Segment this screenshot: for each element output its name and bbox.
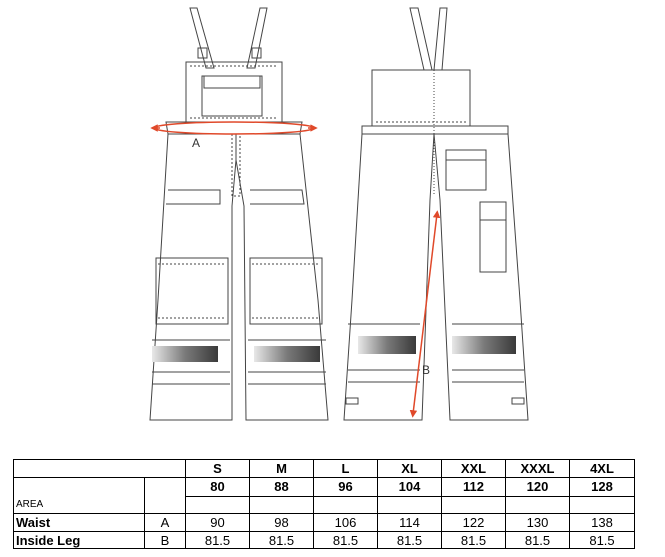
row-code-inside-leg: B	[160, 533, 170, 548]
size-header-l: L	[341, 461, 350, 476]
back-panel	[371, 69, 471, 127]
waist-value-l: 106	[334, 515, 357, 530]
back-leg-right	[433, 133, 529, 421]
back-leg-left	[343, 133, 435, 421]
waist-value-xl: 114	[399, 515, 420, 530]
row-label-inside-leg: Inside Leg	[16, 533, 81, 548]
waist-value-4xl: 138	[591, 515, 613, 530]
size-header-xxl: XXL	[460, 461, 487, 476]
front-bib	[185, 61, 283, 123]
waist-value-s: 90	[210, 515, 225, 530]
inside-leg-value-m: 81.5	[268, 533, 295, 548]
front-leg-right	[235, 133, 329, 421]
back-hip-pocket	[445, 149, 487, 191]
inside-leg-value-s: 81.5	[204, 533, 231, 548]
waist-measure-label: A	[192, 136, 200, 150]
front-bib-pocket	[201, 75, 263, 117]
size-header-xxxl: XXXL	[520, 461, 555, 476]
inside-leg-value-xxl: 81.5	[460, 533, 487, 548]
back-leg-pocket	[479, 201, 507, 273]
inside-leg-measure-label: B	[422, 363, 430, 377]
back-left-reflective-band	[358, 336, 416, 354]
size-number-xxl: 112	[463, 479, 484, 494]
back-right-reflective-band	[452, 336, 516, 354]
garment-technical-drawing: A B	[149, 7, 529, 421]
area-label: AREA	[16, 499, 44, 510]
inside-leg-value-xl: 81.5	[396, 533, 423, 548]
row-code-waist: A	[160, 515, 170, 530]
size-number-m: 88	[274, 479, 289, 494]
size-header-m: M	[276, 461, 287, 476]
front-left-reflective-band	[152, 346, 218, 362]
size-header-xl: XL	[401, 461, 418, 476]
back-view	[343, 7, 529, 421]
size-number-xxxl: 120	[526, 479, 549, 494]
back-left-strap	[409, 7, 433, 71]
waist-value-xxxl: 130	[526, 515, 549, 530]
front-leg-left	[149, 133, 237, 421]
inside-leg-value-4xl: 81.5	[589, 533, 615, 548]
size-number-xl: 104	[398, 479, 421, 494]
size-number-l: 96	[338, 479, 353, 494]
inside-leg-value-l: 81.5	[332, 533, 359, 548]
waist-value-m: 98	[274, 515, 289, 530]
front-view	[149, 7, 329, 421]
front-right-reflective-band	[254, 346, 320, 362]
front-left-strap	[189, 7, 215, 69]
front-right-kneepad	[249, 257, 323, 325]
front-bib-pocket-flap	[203, 75, 261, 89]
inside-leg-value-xxxl: 81.5	[524, 533, 551, 548]
waist-measure-ellipse	[153, 121, 315, 135]
back-waistband	[361, 125, 509, 135]
front-left-kneepad	[155, 257, 229, 325]
front-right-strap	[246, 7, 268, 69]
size-number-s: 80	[210, 479, 225, 494]
front-left-buckle	[197, 47, 208, 59]
size-header-s: S	[213, 461, 222, 476]
front-right-buckle	[251, 47, 262, 59]
inside-leg-measure-arrow	[409, 210, 441, 418]
size-number-4xl: 128	[591, 479, 613, 494]
waist-value-xxl: 122	[462, 515, 485, 530]
size-header-4xl: 4XL	[590, 461, 614, 476]
row-label-waist: Waist	[16, 515, 51, 530]
back-right-strap	[433, 7, 448, 71]
